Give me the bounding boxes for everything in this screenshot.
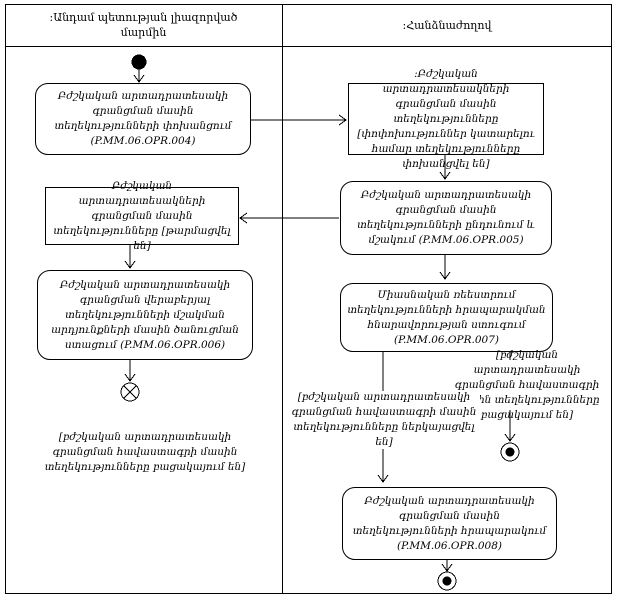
note-label: [բժշկական արտադրատեսակի գրանցման հավաստա… <box>44 431 246 473</box>
action-receive-notification: Բժշկական արտադրատեսակի գրանցման վերաբերյ… <box>37 270 253 360</box>
connector-publish-to-final <box>441 560 453 572</box>
note-certificate-missing: [բժշկական արտադրատեսակի գրանցման հավաստա… <box>30 430 260 480</box>
node-label: Բժշկական արտադրատեսակների գրանցման մասին… <box>53 179 231 252</box>
arrowhead-down-icon <box>377 474 389 483</box>
diagram-frame <box>5 4 612 594</box>
action-check-publication: Միասնական ռեեստրում տեղեկությունների հրա… <box>340 283 553 352</box>
connector-initial-to-transfer <box>133 69 145 83</box>
arrowhead-down-icon <box>133 74 145 83</box>
connector-receive-to-updated <box>239 212 339 224</box>
connector-transfer-to-object <box>251 114 347 126</box>
arrowhead-left-icon <box>239 212 248 224</box>
action-publish-info: Բժշկական արտադրատեսակի գրանցման մասին տե… <box>342 487 557 560</box>
activity-final-icon-2 <box>437 571 457 591</box>
connector-object-to-receive <box>439 155 451 180</box>
lane-title: :Անդամ պետության լիազորված մարմին <box>49 11 238 39</box>
arrowhead-down-icon <box>439 171 451 180</box>
arrowhead-down-icon <box>124 260 136 269</box>
arrowhead-down-icon <box>439 271 451 280</box>
initial-node-icon <box>131 54 147 70</box>
guard-certificate-submitted: [բժշկական արտադրատեսակի գրանցման հավաստա… <box>288 391 480 449</box>
action-transfer-info: Բժշկական արտադրատեսակի գրանցման մասին տե… <box>35 83 251 155</box>
node-label: Բժշկական արտադրատեսակի գրանցման մասին տե… <box>357 189 535 246</box>
arrowhead-down-icon <box>441 563 453 572</box>
activity-final-icon <box>500 442 520 462</box>
guard-certificate-missing: [բժշկական արտադրատեսակի գրանցման հավաստա… <box>444 349 610 421</box>
lane-header-authority: :Անդամ պետության լիազորված մարմին <box>5 4 282 46</box>
node-label: Միասնական ռեեստրում տեղեկությունների հրա… <box>347 288 546 346</box>
node-label: Բժշկական արտադրատեսակի գրանցման մասին տե… <box>352 494 547 552</box>
arrowhead-down-icon <box>504 433 516 442</box>
node-label: Բժշկական արտադրատեսակի գրանցման վերաբերյ… <box>51 278 239 351</box>
connector-notification-to-flowfinal <box>124 360 136 382</box>
lane-title: :Հանձնաժողով <box>402 18 492 32</box>
guard-label: [բժշկական արտադրատեսակի գրանցման հավաստա… <box>291 391 477 448</box>
guard-label: [բժշկական արտադրատեսակի գրանցման հավաստա… <box>454 348 600 421</box>
object-info-updated: Բժշկական արտադրատեսակների գրանցման մասին… <box>45 180 239 252</box>
arrowhead-right-icon <box>338 114 347 126</box>
flow-final-icon <box>120 382 140 402</box>
connector-updated-to-notification <box>124 245 136 269</box>
object-info-transferred: :Բժշկական արտադրատեսակների գրանցման մասի… <box>348 68 544 170</box>
lane-header-commission: :Հանձնաժողով <box>282 4 612 46</box>
action-receive-process: Բժշկական արտադրատեսակի գրանցման մասին տե… <box>340 181 552 255</box>
connector-receive-to-check <box>439 255 451 280</box>
node-label: :Բժշկական արտադրատեսակների գրանցման մասի… <box>357 67 535 170</box>
arrowhead-down-icon <box>124 373 136 382</box>
node-label: Բժշկական արտադրատեսակի գրանցման մասին տե… <box>54 90 232 147</box>
